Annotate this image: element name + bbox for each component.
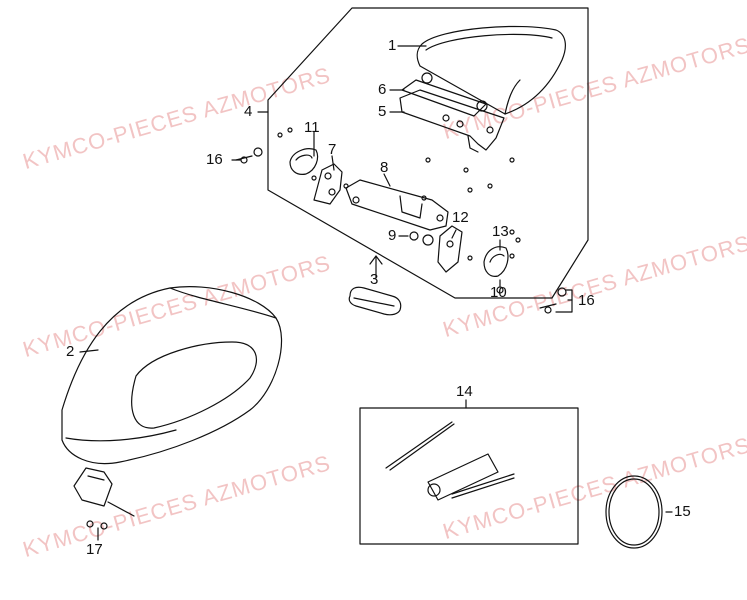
part-tools [385, 421, 515, 501]
kit-frame [267, 7, 589, 299]
part-lens [483, 246, 509, 277]
part-small-bracket [313, 163, 343, 205]
callout-8: 8 [380, 159, 389, 176]
part-clip [73, 467, 135, 530]
callout-11: 11 [304, 119, 320, 136]
callout-14: 14 [456, 383, 473, 400]
callout-7: 7 [328, 141, 337, 158]
part-side-bracket [437, 225, 463, 273]
part-base-bracket [399, 89, 505, 153]
part-rubber-pad [348, 286, 402, 316]
callout-9: 9 [388, 227, 397, 244]
leader-lines [79, 45, 673, 541]
part-long-bracket [345, 179, 449, 231]
part-screws-16 [235, 147, 567, 314]
part-grommet [422, 234, 434, 246]
callout-16: 16 [578, 292, 595, 309]
callout-1: 1 [388, 37, 397, 54]
callout-17: 17 [86, 541, 103, 558]
callout-3: 3 [370, 271, 379, 288]
part-ring [605, 475, 663, 549]
part-seat-cowl [61, 286, 283, 465]
callout-2: 2 [66, 343, 75, 360]
callout-5: 5 [378, 103, 387, 120]
callout-13: 13 [492, 223, 509, 240]
callout-4: 4 [244, 103, 253, 120]
callout-12: 12 [452, 209, 469, 226]
screws [277, 127, 521, 294]
part-backrest-pad [416, 25, 566, 115]
part-lamp-socket [289, 148, 319, 175]
callout-15: 15 [674, 503, 691, 520]
callout-6: 6 [378, 81, 387, 98]
toolkit-frame [359, 407, 579, 545]
part-nut [409, 231, 419, 241]
callout-10: 10 [490, 284, 507, 301]
callout-16: 16 [206, 151, 223, 168]
